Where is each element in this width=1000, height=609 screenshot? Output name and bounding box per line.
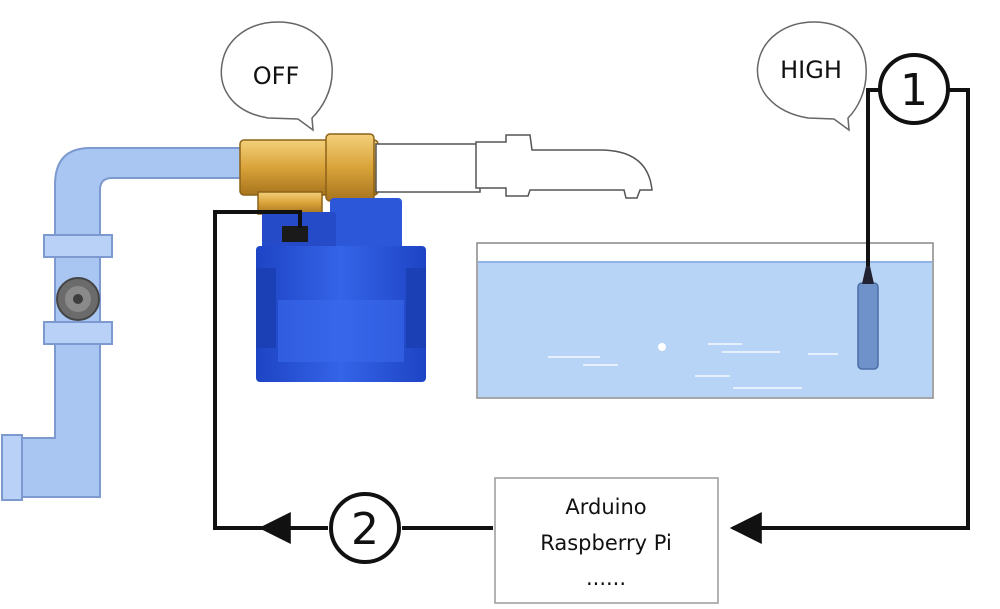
flow-meter-icon: [56, 277, 100, 321]
brass-valve: [239, 133, 379, 215]
valve-status-bubble: OFF: [220, 21, 333, 132]
water-tank: [476, 242, 934, 399]
step-one-label: 1: [900, 65, 928, 116]
level-sensor-icon: [857, 266, 879, 370]
valve-status-label: OFF: [253, 62, 300, 90]
faucet-icon: [375, 134, 653, 199]
valve-actuator: [256, 198, 426, 382]
step-one-marker: 1: [878, 53, 950, 125]
level-status-bubble: HIGH: [756, 21, 867, 132]
step-two-label: 2: [351, 504, 379, 555]
level-status-label: HIGH: [780, 56, 842, 84]
controller-box: Arduino Raspberry Pi ......: [494, 477, 719, 604]
controller-line-raspberry-pi: Raspberry Pi: [540, 531, 672, 555]
inlet-pipe: [1, 147, 246, 501]
controller-line-arduino: Arduino: [565, 495, 646, 519]
control-wire: [213, 210, 493, 544]
sensor-wire: [729, 88, 970, 544]
controller-line-ellipsis: ......: [586, 566, 626, 590]
step-two-marker: 2: [329, 492, 401, 564]
